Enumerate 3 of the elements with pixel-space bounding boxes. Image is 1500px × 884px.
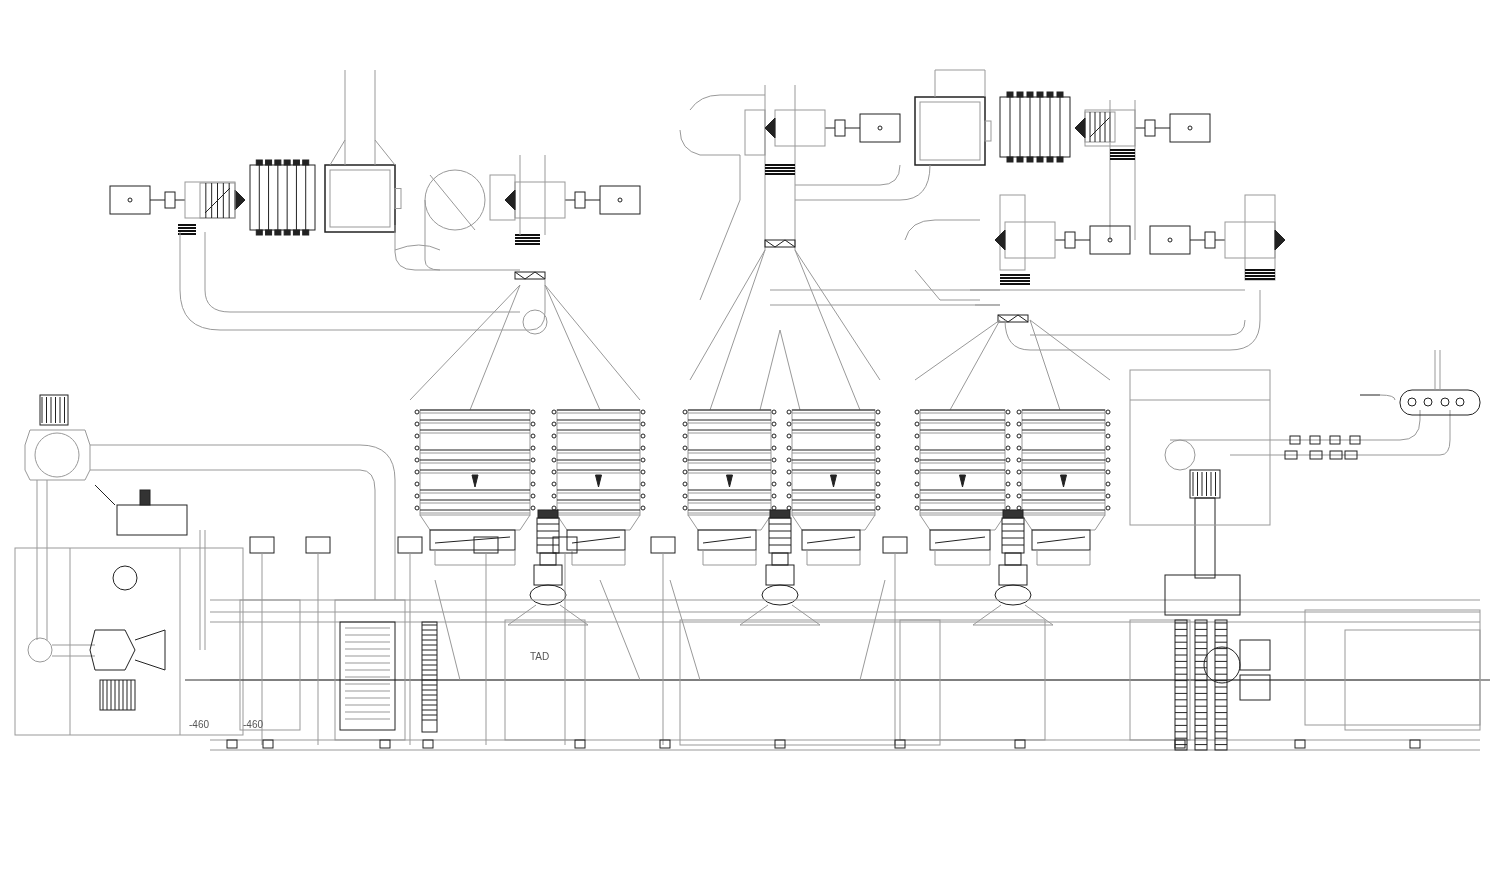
drawing-label: TAD xyxy=(530,652,550,662)
drawing-label: -460 xyxy=(189,720,209,730)
drawing-label: -460 xyxy=(243,720,263,730)
